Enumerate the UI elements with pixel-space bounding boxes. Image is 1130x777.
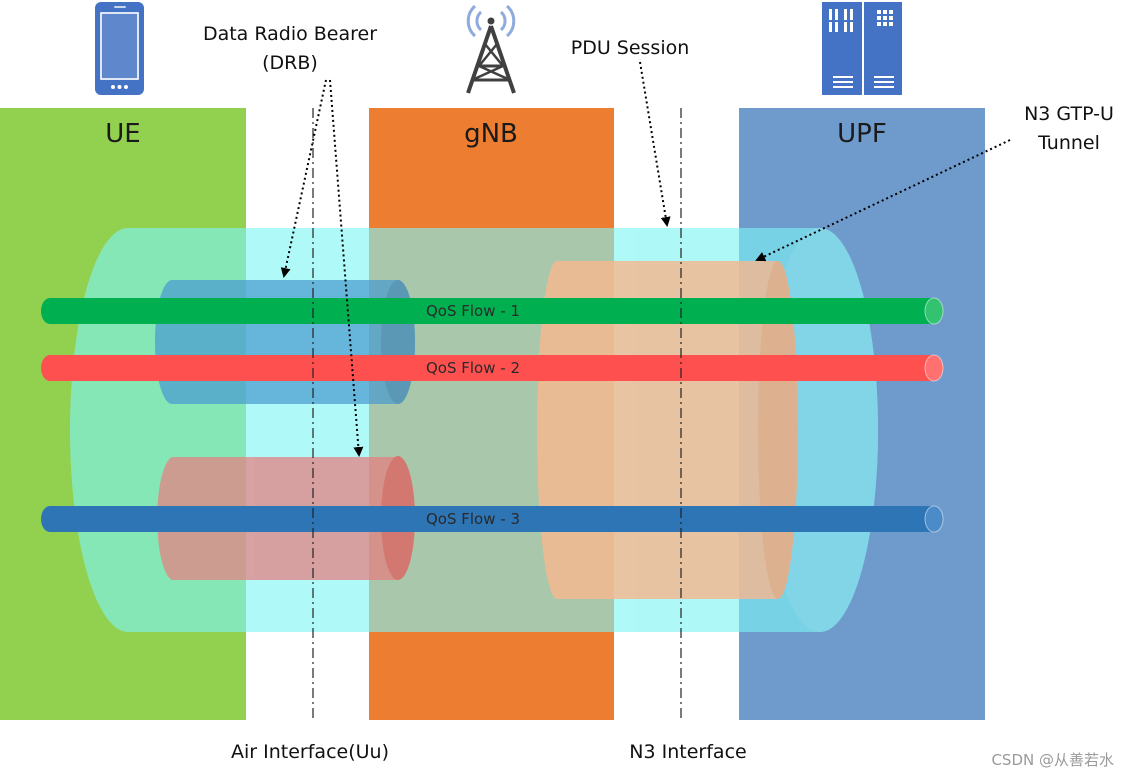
qos-flow-3-label: QoS Flow - 3: [426, 510, 520, 528]
drb-callout-line2: (DRB): [262, 52, 318, 74]
n3-interface-label: N3 Interface: [629, 741, 746, 763]
n3-gtpu-callout-line2: Tunnel: [1037, 132, 1100, 154]
n3-gtpu-callout-line1: N3 GTP-U: [1024, 103, 1114, 125]
n3-gtpu-arrow: [755, 139, 1011, 262]
cell-tower-icon: [466, 4, 516, 94]
gnb-label: gNB: [464, 119, 518, 149]
qos-flow-3-pipe: [41, 505, 944, 533]
upf-label: UPF: [837, 119, 887, 149]
watermark-text: CSDN @从善若水: [991, 751, 1114, 769]
qos-flow-1-label: QoS Flow - 1: [426, 302, 520, 320]
ue-label: UE: [105, 119, 140, 149]
qos-flow-1-pipe: [41, 297, 944, 325]
drb-arrow-top: [280, 79, 327, 278]
mobile-phone-icon: [95, 2, 144, 95]
qos-flow-2-label: QoS Flow - 2: [426, 359, 520, 377]
air-interface-label: Air Interface(Uu): [231, 741, 389, 763]
server-rack-icon: [822, 2, 902, 95]
drb-callout-line1: Data Radio Bearer: [203, 23, 377, 45]
pdu-session-callout: PDU Session: [571, 37, 690, 59]
qos-flow-2-pipe: [41, 354, 944, 382]
pdu-session-arrow: [639, 61, 671, 227]
